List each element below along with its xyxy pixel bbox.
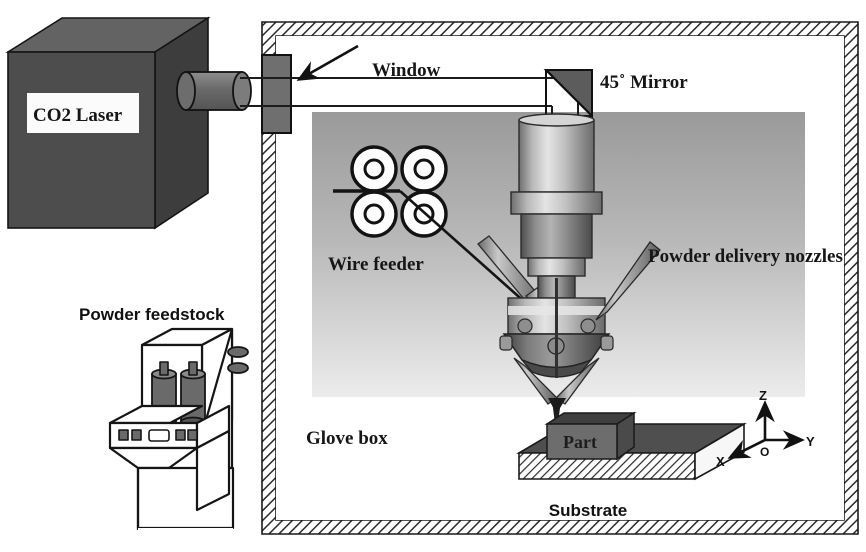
- window-port[interactable]: [261, 54, 292, 134]
- powder-delivery-nozzles[interactable]: [513, 241, 661, 405]
- mirror-label: 45˚ Mirror: [600, 72, 688, 93]
- deposition-head[interactable]: [499, 113, 614, 378]
- axis-origin-label: O: [760, 445, 769, 459]
- substrate-label: Substrate: [549, 501, 627, 520]
- co2-laser-source[interactable]: CO2 Laser: [5, 16, 211, 230]
- roller-icon: [400, 145, 448, 193]
- window-pointer-arrow-icon: [296, 44, 359, 81]
- powder-hopper: [180, 361, 206, 428]
- laser-nameplate: [27, 93, 139, 133]
- powder-nozzles-label: Powder delivery nozzles: [648, 246, 843, 267]
- laser-label: CO2 Laser: [33, 105, 123, 126]
- axis-y-label: Y: [806, 434, 815, 449]
- coordinate-axes-icon: [727, 400, 805, 459]
- glove-box-label: Glove box: [306, 428, 388, 449]
- roller-icon: [350, 190, 398, 238]
- control-buttons[interactable]: [118, 429, 198, 442]
- axis-x-label: X: [716, 454, 725, 469]
- powder-feedstock-unit[interactable]: [108, 327, 249, 552]
- window-label: Window: [372, 60, 441, 81]
- roller-icon: [350, 145, 398, 193]
- wire-feeder-label: Wire feeder: [328, 254, 424, 275]
- deposited-part: Part: [544, 411, 637, 461]
- axis-z-label: Z: [759, 388, 767, 403]
- part-label: Part: [563, 432, 597, 452]
- laser-output-tube: [176, 71, 252, 111]
- hose-fittings: [227, 346, 249, 374]
- powder-feedstock-label: Powder feedstock: [79, 305, 225, 324]
